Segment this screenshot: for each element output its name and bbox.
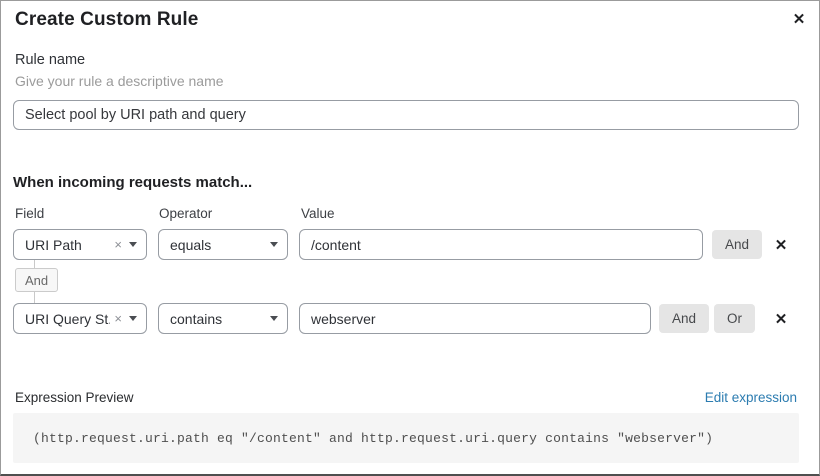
operator-column-label: Operator	[159, 206, 213, 221]
connector-line-bottom	[34, 292, 35, 303]
rule-name-label: Rule name	[15, 52, 86, 68]
field-select-row2-value: URI Query St...	[25, 310, 110, 327]
value-input-row2[interactable]	[299, 303, 651, 334]
delete-condition-icon-row2[interactable]: ✕	[771, 306, 791, 332]
operator-select-row2[interactable]: contains	[158, 303, 288, 334]
operator-select-row1[interactable]: equals	[158, 229, 288, 260]
operator-select-row1-value: equals	[170, 236, 212, 253]
delete-condition-icon-row1[interactable]: ✕	[771, 232, 791, 258]
expression-preview-label: Expression Preview	[15, 390, 134, 405]
add-and-condition-button-row2[interactable]: And	[659, 304, 710, 333]
value-input-row1[interactable]	[299, 229, 703, 260]
match-heading: When incoming requests match...	[13, 174, 253, 191]
dialog-title: Create Custom Rule	[15, 9, 199, 30]
and-joiner-badge: And	[15, 268, 59, 292]
close-icon[interactable]: ✕	[787, 7, 811, 31]
field-select-row2[interactable]: URI Query St... ×	[13, 303, 147, 334]
clear-selection-icon[interactable]: ×	[114, 311, 122, 326]
field-column-label: Field	[15, 206, 45, 221]
operator-select-row2-value: contains	[170, 310, 223, 327]
field-select-row1-value: URI Path	[25, 236, 82, 253]
chevron-down-icon	[270, 242, 278, 247]
rule-name-input[interactable]	[13, 100, 799, 130]
connector-line-top	[34, 260, 35, 268]
chevron-down-icon	[129, 242, 137, 247]
add-and-condition-button-row1[interactable]: And	[712, 230, 763, 259]
clear-selection-icon[interactable]: ×	[114, 237, 122, 252]
chevron-down-icon	[270, 316, 278, 321]
expression-code: (http.request.uri.path eq "/content" and…	[33, 430, 714, 446]
add-or-condition-button-row2[interactable]: Or	[714, 304, 755, 333]
expression-preview-box: (http.request.uri.path eq "/content" and…	[13, 413, 799, 463]
rule-name-hint: Give your rule a descriptive name	[15, 73, 224, 89]
value-column-label: Value	[301, 206, 335, 221]
edit-expression-link[interactable]: Edit expression	[704, 390, 797, 405]
field-select-row1[interactable]: URI Path ×	[13, 229, 147, 260]
chevron-down-icon	[129, 316, 137, 321]
